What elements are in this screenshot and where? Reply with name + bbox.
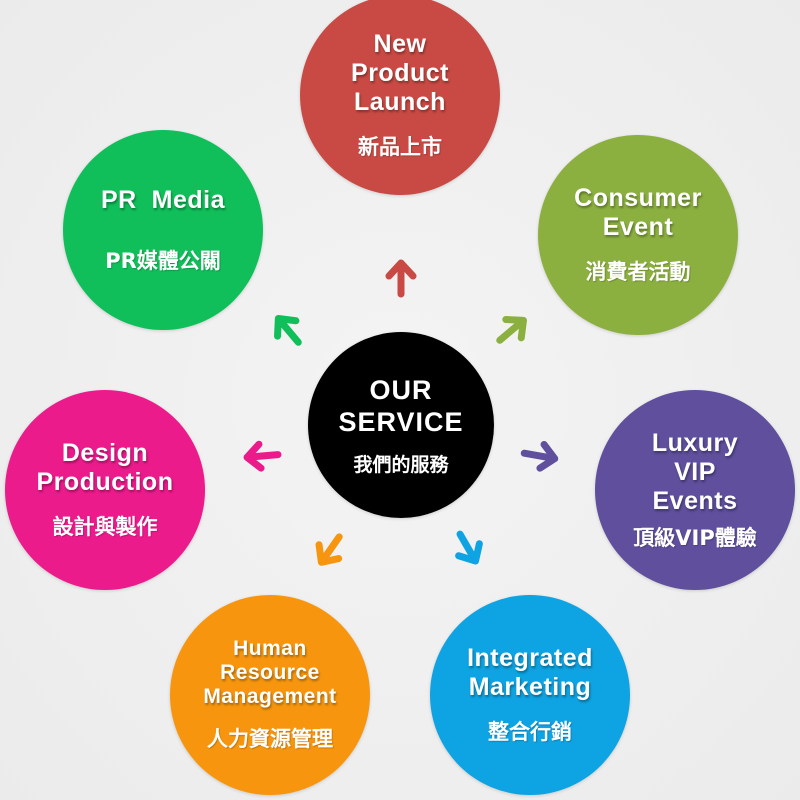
luxury-vip-events-arrow-icon — [520, 441, 559, 472]
consumer-event-subtitle: 消費者活動 — [585, 260, 691, 284]
luxury-vip-events-subtitle: 頂級VIP體驗 — [633, 525, 757, 550]
new-product-launch-title: New Product Launch — [351, 29, 449, 116]
pr-media-title: PR Media — [101, 185, 225, 214]
design-production-subtitle: 設計與製作 — [52, 515, 158, 539]
pr-media-circle[interactable]: PR Media PR媒體公關 — [63, 130, 263, 330]
our-service-subtitle: 我們的服務 — [353, 453, 449, 476]
consumer-event-arrow-icon — [496, 316, 527, 344]
design-production-arrow-icon — [243, 440, 282, 472]
consumer-event-title: Consumer Event — [574, 184, 702, 241]
luxury-vip-events-title: Luxury VIP Events — [651, 428, 739, 515]
pr-media-subtitle: PR媒體公關 — [105, 248, 221, 273]
integrated-marketing-circle[interactable]: Integrated Marketing 整合行銷 — [430, 595, 630, 795]
our-service-title: OUR SERVICE — [338, 374, 464, 437]
human-resource-management-arrow-icon — [315, 533, 343, 566]
integrated-marketing-title: Integrated Marketing — [467, 644, 593, 701]
consumer-event-circle[interactable]: Consumer Event 消費者活動 — [538, 135, 738, 335]
new-product-launch-circle[interactable]: New Product Launch 新品上市 — [300, 0, 500, 195]
design-production-title: Design Production — [36, 439, 174, 496]
new-product-launch-subtitle: 新品上市 — [358, 134, 442, 159]
pr-media-arrow-icon — [274, 315, 302, 346]
luxury-vip-events-circle[interactable]: Luxury VIP Events 頂級VIP體驗 — [595, 390, 795, 590]
our-service-center-circle[interactable]: OUR SERVICE 我們的服務 — [308, 332, 494, 518]
new-product-launch-arrow-icon — [385, 259, 417, 298]
human-resource-management-circle[interactable]: Human Resource Management 人力資源管理 — [170, 595, 370, 795]
human-resource-management-subtitle: 人力資源管理 — [207, 727, 333, 751]
human-resource-management-title: Human Resource Management — [203, 637, 337, 708]
integrated-marketing-arrow-icon — [455, 530, 483, 565]
design-production-circle[interactable]: Design Production 設計與製作 — [5, 390, 205, 590]
integrated-marketing-subtitle: 整合行銷 — [488, 720, 572, 744]
